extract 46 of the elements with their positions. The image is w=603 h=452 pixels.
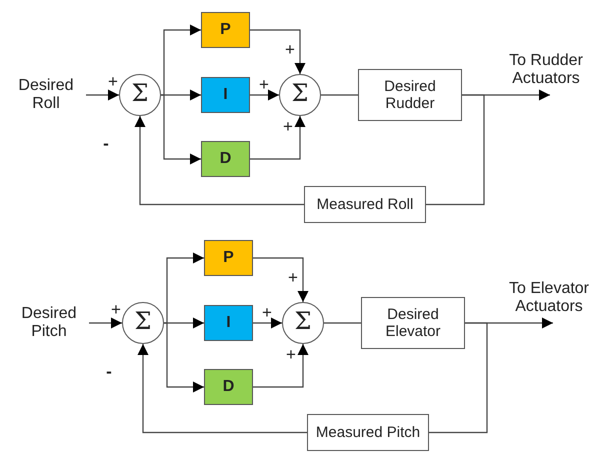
signal-arrow (138, 344, 307, 434)
signal-line (321, 94, 358, 96)
signal-block: Measured Pitch (307, 414, 429, 451)
sign-label: + (284, 41, 296, 59)
sign-label: + (107, 73, 119, 91)
signal-block: Desired Rudder (358, 69, 462, 121)
sign-label: + (287, 269, 299, 287)
proportional-gain-block: P (204, 240, 253, 276)
summing-junction: Σ (122, 302, 164, 344)
summing-junction: Σ (119, 74, 161, 116)
integral-gain-block: I (204, 305, 253, 341)
signal-arrow (253, 257, 308, 302)
sign-label: + (258, 76, 270, 94)
signal-arrow (253, 318, 282, 328)
signal-arrow (89, 318, 122, 328)
signal-line (429, 322, 488, 434)
signal-label: Desired Roll (6, 74, 86, 116)
sign-label: + (282, 118, 294, 136)
signal-arrow (253, 344, 308, 388)
summing-junction: Σ (282, 302, 324, 344)
derivative-gain-block: D (204, 369, 253, 405)
sign-label: + (110, 301, 122, 319)
signal-arrow (161, 94, 201, 164)
signal-arrow (134, 116, 304, 206)
proportional-gain-block: P (201, 12, 250, 48)
sign-label: - (105, 363, 113, 381)
signal-block: Desired Elevator (361, 297, 465, 349)
signal-block: Measured Roll (304, 186, 426, 223)
signal-label: To Rudder Actuators (495, 48, 597, 92)
sign-label: + (285, 346, 297, 364)
signal-arrow (250, 90, 279, 100)
sign-label: - (102, 135, 110, 153)
integral-gain-block: I (201, 77, 250, 113)
signal-line (426, 94, 485, 206)
signal-label: Desired Pitch (9, 302, 89, 344)
signal-arrow (250, 116, 306, 160)
signal-arrow (250, 29, 306, 74)
sign-label: + (261, 304, 273, 322)
signal-label: To Elevator Actuators (498, 276, 600, 320)
derivative-gain-block: D (201, 141, 250, 177)
signal-arrow (86, 90, 119, 100)
summing-junction: Σ (279, 74, 321, 116)
signal-arrow (164, 322, 204, 392)
signal-arrow (161, 24, 201, 96)
signal-line (324, 322, 361, 324)
signal-arrow (164, 252, 204, 324)
